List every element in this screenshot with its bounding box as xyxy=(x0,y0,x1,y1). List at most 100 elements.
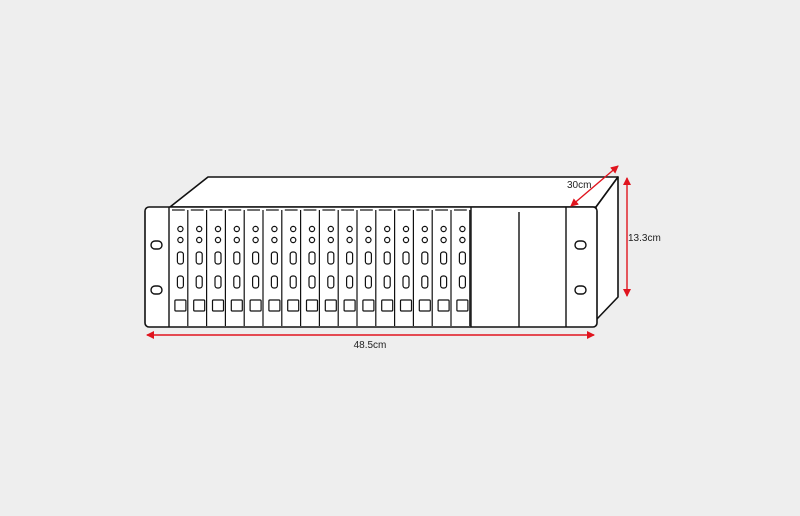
card-module xyxy=(209,209,226,326)
card-module xyxy=(284,209,302,326)
depth-dimension: 30cm xyxy=(567,165,619,207)
connector-port xyxy=(176,251,184,265)
connector-port xyxy=(252,251,260,265)
card-module xyxy=(322,209,339,326)
led-indicator xyxy=(214,225,222,233)
connector-port xyxy=(383,275,391,289)
connector-port xyxy=(346,275,354,289)
connector-port xyxy=(327,251,335,265)
rj45-port xyxy=(399,299,413,312)
connector-port xyxy=(270,251,278,265)
connector-port xyxy=(458,251,466,265)
blank-panels xyxy=(470,207,520,327)
connector-port xyxy=(308,251,316,265)
connector-port xyxy=(233,275,241,289)
rj45-port xyxy=(268,299,281,312)
rj45-port xyxy=(193,299,206,312)
connector-port xyxy=(176,275,184,289)
led-indicator xyxy=(421,236,428,244)
led-indicator xyxy=(365,225,372,233)
led-indicator xyxy=(308,225,316,233)
led-indicator xyxy=(459,236,466,244)
connector-port xyxy=(383,251,391,265)
connector-port xyxy=(402,251,410,265)
connector-port xyxy=(233,251,241,265)
rj45-port xyxy=(343,299,356,312)
connector-port xyxy=(327,275,335,289)
card-module xyxy=(435,209,452,326)
connector-port xyxy=(421,275,429,289)
width-dimension: 48.5cm xyxy=(146,331,595,351)
connector-port xyxy=(421,251,429,265)
card-module xyxy=(190,209,208,326)
rj45-port xyxy=(324,299,337,312)
card-module xyxy=(378,209,396,326)
led-indicator xyxy=(346,225,353,233)
connector-port xyxy=(364,275,372,289)
connector-port xyxy=(214,251,222,265)
chassis-body xyxy=(144,176,619,328)
rj45-port xyxy=(305,299,319,312)
rj45-port xyxy=(362,299,375,312)
led-indicator xyxy=(214,236,222,244)
mounting-slot xyxy=(150,240,163,250)
rj45-port xyxy=(437,299,450,312)
led-indicator xyxy=(271,236,278,244)
connector-port xyxy=(195,251,203,265)
connector-port xyxy=(270,275,278,289)
connector-port xyxy=(458,275,466,289)
height-label: 13.3cm xyxy=(628,233,661,244)
led-indicator xyxy=(177,225,184,233)
led-indicator xyxy=(346,236,353,244)
led-indicator xyxy=(365,236,372,244)
led-indicator xyxy=(402,225,410,233)
depth-label: 30cm xyxy=(567,180,591,191)
rj45-port xyxy=(174,299,187,312)
connector-port xyxy=(440,251,448,265)
rj45-port xyxy=(211,299,225,312)
led-indicator xyxy=(290,236,297,244)
connector-port xyxy=(289,275,297,289)
card-slots xyxy=(172,209,471,326)
led-indicator xyxy=(252,236,259,244)
width-label: 48.5cm xyxy=(354,340,387,351)
connector-port xyxy=(346,251,354,265)
connector-port xyxy=(440,275,448,289)
led-indicator xyxy=(195,225,203,233)
rj45-port xyxy=(249,299,262,312)
led-indicator xyxy=(233,236,240,244)
card-module xyxy=(228,209,245,326)
card-module xyxy=(303,209,320,326)
card-module xyxy=(172,209,189,326)
card-module xyxy=(397,209,414,326)
rj45-port xyxy=(381,299,394,312)
mounting-slot xyxy=(574,285,587,295)
height-dimension: 13.3cm xyxy=(623,177,661,297)
card-module xyxy=(360,209,377,326)
mounting-slot xyxy=(574,240,587,250)
front-panel xyxy=(144,206,598,328)
rj45-port xyxy=(230,299,243,312)
led-indicator xyxy=(233,225,240,233)
led-indicator xyxy=(271,225,278,233)
card-module xyxy=(416,209,433,326)
right-rack-ear xyxy=(565,207,587,327)
led-indicator xyxy=(177,236,184,244)
card-module xyxy=(454,209,471,326)
led-indicator xyxy=(327,225,334,233)
card-module xyxy=(247,209,264,326)
led-indicator xyxy=(440,236,447,244)
led-indicator xyxy=(252,225,259,233)
mounting-slot xyxy=(150,285,163,295)
led-indicator xyxy=(327,236,334,244)
led-indicator xyxy=(459,225,466,233)
led-indicator xyxy=(308,236,316,244)
led-indicator xyxy=(384,225,391,233)
connector-port xyxy=(289,251,297,265)
connector-port xyxy=(195,275,203,289)
led-indicator xyxy=(195,236,203,244)
led-indicator xyxy=(290,225,297,233)
rj45-port xyxy=(456,299,469,312)
connector-port xyxy=(308,275,316,289)
